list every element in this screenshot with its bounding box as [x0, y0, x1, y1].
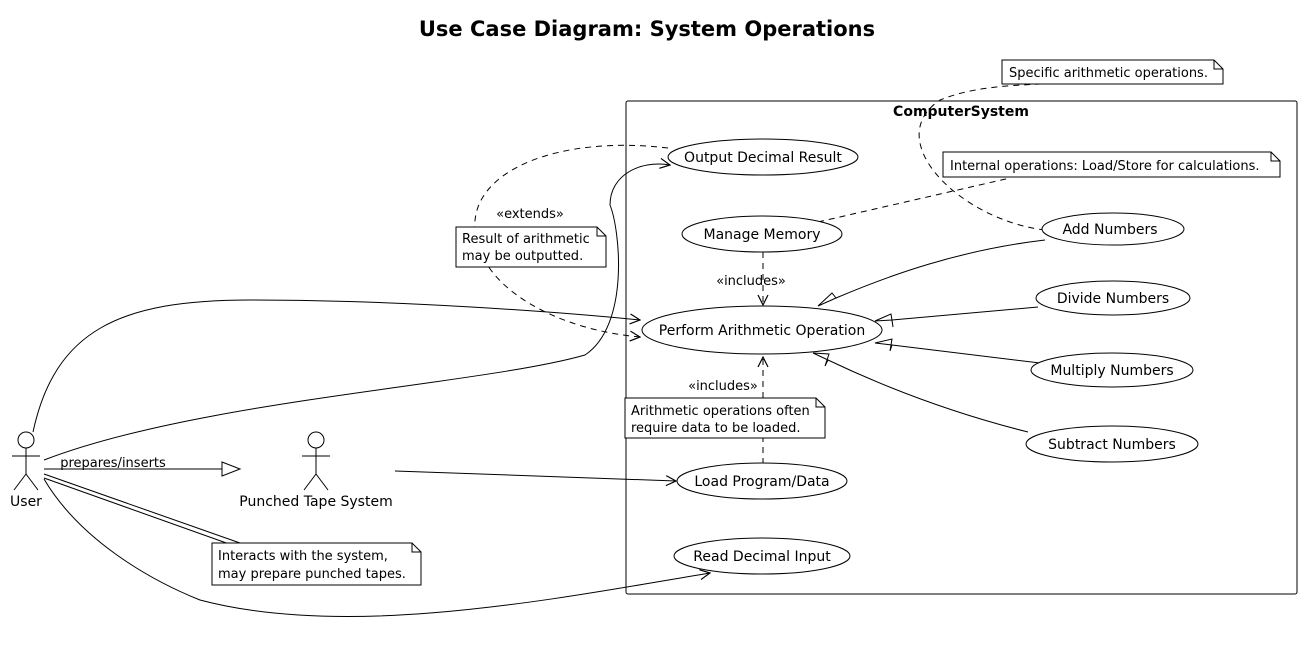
use-case-load-program[interactable]: Load Program/Data	[676, 462, 848, 500]
use-case-add-numbers-label: Add Numbers	[1062, 222, 1157, 238]
note-result-output-line-2: may be outputted.	[462, 249, 583, 264]
multiply-generalization	[891, 344, 1041, 364]
use-case-subtract-numbers[interactable]: Subtract Numbers	[1025, 425, 1199, 463]
note-result-output-line-1: Result of arithmetic	[462, 232, 590, 247]
system-name: ComputerSystem	[893, 104, 1029, 120]
note-specific-ops: Specific arithmetic operations.	[1001, 59, 1224, 85]
internal-ops-note-link	[817, 177, 1011, 223]
system-boundary	[625, 100, 1298, 595]
actor-user-label: User	[10, 494, 42, 510]
tape-to-load-connector	[394, 470, 676, 481]
use-case-read-decimal-label: Read Decimal Input	[693, 549, 831, 565]
add-generalization	[835, 239, 1046, 299]
extends-label: «extends»	[496, 207, 564, 222]
punched-tape-stick-figure-icon	[307, 431, 325, 449]
add-arrowhead	[817, 292, 837, 307]
prepares-label: prepares/inserts	[60, 456, 166, 471]
note-data-loaded-line-1: Arithmetic operations often	[631, 404, 810, 419]
use-case-add-numbers[interactable]: Add Numbers	[1041, 212, 1185, 246]
user-note-link-b	[43, 477, 233, 546]
note-data-loaded-line-2: require data to be loaded.	[631, 421, 801, 436]
multiply-arrowhead	[874, 338, 893, 352]
note-internal-ops: Internal operations: Load/Store for calc…	[942, 151, 1281, 178]
note-data-loaded: Arithmetic operations often require data…	[624, 397, 826, 439]
use-case-multiply-numbers[interactable]: Multiply Numbers	[1030, 352, 1194, 388]
user-to-output-connector	[43, 164, 670, 461]
use-case-perform-arithmetic[interactable]: Perform Arithmetic Operation	[641, 305, 883, 355]
note-user-interacts-line-2: may prepare punched tapes.	[218, 567, 406, 582]
use-case-manage-memory[interactable]: Manage Memory	[681, 215, 843, 253]
note-user-interacts: Interacts with the system, may prepare p…	[211, 542, 422, 586]
use-case-multiply-numbers-label: Multiply Numbers	[1050, 363, 1173, 379]
use-case-output-decimal[interactable]: Output Decimal Result	[667, 138, 859, 176]
includes-memory-label: «includes»	[716, 274, 786, 289]
note-result-output: Result of arithmetic may be outputted.	[455, 226, 607, 268]
use-case-perform-arithmetic-label: Perform Arithmetic Operation	[659, 323, 865, 339]
use-case-manage-memory-label: Manage Memory	[704, 227, 821, 243]
note-user-interacts-line-1: Interacts with the system,	[218, 549, 388, 564]
use-case-divide-numbers-label: Divide Numbers	[1057, 291, 1169, 307]
diagram-title: Use Case Diagram: System Operations	[419, 17, 875, 41]
use-case-load-program-label: Load Program/Data	[694, 474, 829, 490]
actor-punched-tape-system[interactable]: Punched Tape System	[239, 431, 393, 510]
user-to-arithmetic-connector	[32, 299, 640, 433]
user-stick-figure-icon	[17, 431, 35, 449]
note-specific-ops-line-1: Specific arithmetic operations.	[1009, 66, 1208, 81]
specific-ops-note-link	[918, 83, 1046, 231]
user-to-read-connector	[43, 478, 710, 618]
use-case-subtract-numbers-label: Subtract Numbers	[1048, 437, 1176, 453]
use-case-read-decimal[interactable]: Read Decimal Input	[673, 537, 851, 575]
includes-load-label: «includes»	[688, 379, 758, 394]
divide-arrowhead	[874, 313, 894, 328]
use-case-divide-numbers[interactable]: Divide Numbers	[1035, 280, 1191, 316]
subtract-arrowhead	[812, 352, 830, 367]
user-note-link-a	[43, 473, 241, 544]
actor-punched-tape-label: Punched Tape System	[239, 494, 392, 510]
actor-user[interactable]: User	[10, 431, 42, 510]
prepares-arrowhead	[221, 461, 242, 477]
note-internal-ops-line-1: Internal operations: Load/Store for calc…	[950, 159, 1260, 174]
use-case-output-decimal-label: Output Decimal Result	[684, 150, 842, 166]
subtract-generalization	[827, 359, 1029, 433]
divide-generalization	[891, 306, 1039, 321]
